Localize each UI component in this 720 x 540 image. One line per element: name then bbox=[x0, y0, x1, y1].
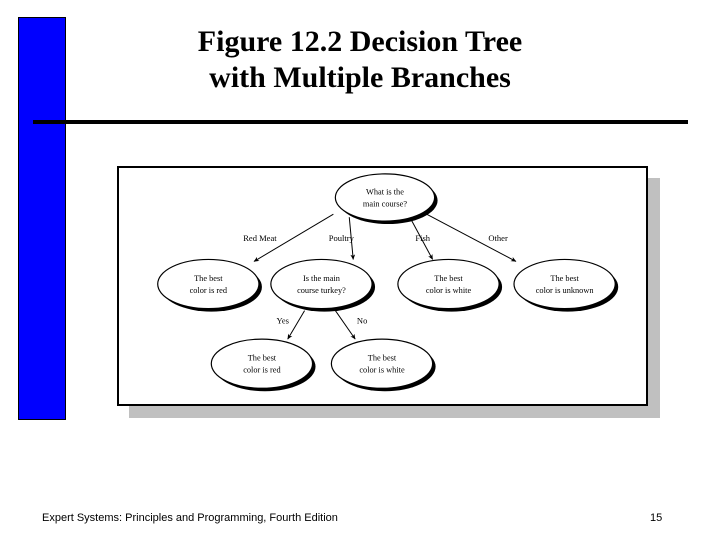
node-turkey-yes-result-ellipse bbox=[210, 338, 314, 389]
page-title-line-1: Figure 12.2 Decision Tree bbox=[197, 25, 523, 58]
page-title-line-2: with Multiple Branches bbox=[209, 61, 511, 94]
node-turkey-no-result: The best color is white bbox=[330, 338, 436, 392]
node-root-line-1: What is the bbox=[366, 188, 404, 197]
edge-label-poultry: Poultry bbox=[329, 233, 355, 243]
node-poultry-question: Is the main course turkey? bbox=[270, 258, 376, 312]
edge-group-level-1 bbox=[253, 213, 517, 262]
slide-page-number: 15 bbox=[650, 512, 663, 524]
node-turkey-yes-result: The best color is red bbox=[210, 338, 316, 392]
page-title: Figure 12.2 Decision Tree with Multiple … bbox=[96, 24, 624, 96]
edge-no bbox=[334, 310, 356, 340]
node-redmeat-result: The best color is red bbox=[157, 258, 262, 312]
node-turkey-yes-result-line-1: The best bbox=[248, 354, 277, 363]
edge-label-red-meat: Red Meat bbox=[243, 233, 277, 243]
edge-other bbox=[426, 213, 517, 262]
node-turkey-no-result-ellipse bbox=[330, 338, 434, 389]
edge-fish bbox=[409, 216, 434, 260]
node-turkey-no-result-line-1: The best bbox=[368, 354, 397, 363]
node-poultry-question-line-1: Is the main bbox=[303, 274, 341, 283]
node-redmeat-result-line-1: The best bbox=[194, 274, 223, 283]
edge-label-yes: Yes bbox=[277, 315, 289, 325]
blue-accent-bar bbox=[18, 17, 66, 420]
edge-label-no: No bbox=[357, 315, 367, 325]
node-root-ellipse bbox=[334, 173, 436, 222]
node-other-result-ellipse bbox=[513, 258, 616, 310]
node-fish-result-line-1: The best bbox=[434, 274, 463, 283]
node-root: What is the main course? bbox=[334, 173, 438, 225]
edge-label-other: Other bbox=[488, 233, 508, 243]
node-other-result-line-2: color is unknown bbox=[536, 286, 595, 295]
node-fish-result-line-2: color is white bbox=[426, 286, 472, 295]
edge-label-fish: Fish bbox=[415, 233, 430, 243]
node-turkey-no-result-line-2: color is white bbox=[359, 366, 405, 375]
node-fish-result-ellipse bbox=[397, 258, 500, 310]
node-redmeat-result-ellipse bbox=[157, 258, 260, 310]
node-poultry-question-ellipse bbox=[270, 258, 373, 310]
node-turkey-yes-result-line-2: color is red bbox=[243, 366, 281, 375]
title-divider-rule bbox=[33, 120, 688, 124]
edge-poultry bbox=[348, 217, 356, 260]
node-other-result: The best color is unknown bbox=[513, 258, 619, 312]
edge-group-level-2 bbox=[287, 310, 356, 340]
edge-yes bbox=[287, 310, 306, 340]
figure-frame: Red Meat Poultry Fish Other Yes No What … bbox=[117, 166, 648, 406]
decision-tree-diagram: Red Meat Poultry Fish Other Yes No What … bbox=[157, 173, 619, 392]
node-root-line-2: main course? bbox=[363, 199, 407, 208]
footer-attribution: Expert Systems: Principles and Programmi… bbox=[42, 512, 338, 524]
node-other-result-line-1: The best bbox=[550, 274, 579, 283]
node-poultry-question-line-2: course turkey? bbox=[297, 286, 346, 295]
edge-red-meat bbox=[253, 213, 334, 262]
node-redmeat-result-line-2: color is red bbox=[190, 286, 228, 295]
node-fish-result: The best color is white bbox=[397, 258, 503, 312]
